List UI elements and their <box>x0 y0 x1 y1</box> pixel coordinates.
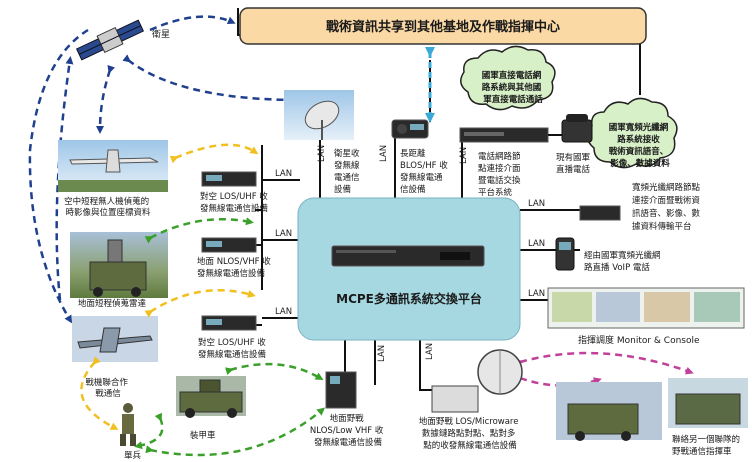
lan-label: LAN <box>528 199 545 209</box>
cloud-2: 國軍寬頻光纖網 路系統接收 戰術資訊語音、 影像、數據資料 <box>586 97 678 169</box>
blos-label: 長距離 BLOS/HF 收 發無線電通 信設備 <box>400 148 450 195</box>
armored-image <box>176 376 246 418</box>
yellow-links <box>80 143 259 430</box>
remote-vehicle-1-image <box>556 382 662 441</box>
green-links <box>134 217 326 457</box>
monitor-image <box>547 287 745 329</box>
phone-label: 現有國軍 直播電話 <box>556 152 593 175</box>
fiber-label: 寬頻光纖網路節點 連接介面暨戰術資 訊語音、影像、數 據資料傳輸平台 <box>632 182 703 232</box>
lan-label: LAN <box>275 229 292 239</box>
microwave-icon <box>431 349 523 413</box>
radar-label: 地面短程偵蒐雷達 <box>78 298 147 309</box>
remote-vehicle-2-image <box>668 378 748 428</box>
soldier-label: 單兵 <box>124 450 142 461</box>
cloud-2-line-1: 國軍寬頻光纖網 <box>609 122 669 133</box>
radio-2-icon <box>201 237 257 253</box>
cloud-1-line-1: 國軍直接電話網 <box>482 70 542 81</box>
lan-label: LAN <box>459 147 469 164</box>
svg-text:國軍寬頻光纖網 路系統接收 戰術資訊: 國軍寬頻光纖網 路系統接收 戰術資訊語音、 影像、數據資料 <box>609 122 671 169</box>
radio-3-icon <box>201 315 257 331</box>
satellite-label: 衛星 <box>152 28 170 40</box>
armored-label: 裝甲車 <box>190 430 216 441</box>
radio-1-icon <box>201 171 257 187</box>
lan-label: LAN <box>275 307 292 317</box>
cloud-1: 國軍直接電話網 路系統與其他國 軍直接電話通話 <box>460 45 556 111</box>
monitor-label: 指揮調度 Monitor & Console <box>578 334 700 346</box>
cloud-2-line-2: 路系統接收 <box>617 134 660 145</box>
title-box: 戰術資訊共享到其他基地及作戰指揮中心 <box>239 7 647 45</box>
lan-label: LAN <box>377 345 387 362</box>
fiber-icon <box>579 205 621 221</box>
gateway-icon <box>459 127 549 143</box>
cloud-1-line-2: 路系統與其他國 <box>482 82 542 93</box>
lan-label: LAN <box>425 343 435 360</box>
lan-label: LAN <box>528 239 545 249</box>
lan-labels: LAN LAN LAN LAN LAN LAN LAN LAN LAN LAN … <box>275 145 545 362</box>
remote-label: 聯絡另一個聯隊的 野戰通信指揮車 <box>672 434 743 457</box>
uav-image <box>58 140 168 192</box>
microwave-label: 地面野戰 LOS/Microware 數據鏈路點對點、點對多 點的收發無線電通信… <box>419 416 521 451</box>
cloud-1-line-3: 軍直接電話通話 <box>483 94 543 105</box>
fighter-image <box>72 316 158 362</box>
voip-icon <box>555 237 575 271</box>
radar-image <box>70 232 168 298</box>
cloud-2-line-3: 戰術資訊語音、 <box>609 146 669 157</box>
lan-label: LAN <box>317 145 327 162</box>
svg-text:國軍直接電話網 路系統與其他國 軍直: 國軍直接電話網 路系統與其他國 軍直接電話通話 <box>482 70 544 105</box>
lan-label: LAN <box>528 289 545 299</box>
cloud-2-line-4: 影像、數據資料 <box>610 158 670 169</box>
soldier-image <box>120 403 136 446</box>
voip-label: 經由國軍寬頻光纖網 路直播 VoIP 電話 <box>584 250 663 273</box>
uav-label: 空中短程無人機偵蒐的 時影像與位置座標資料 <box>64 196 152 218</box>
dish-image <box>284 90 354 140</box>
center-box: MCPE多通訊系統交換平台 <box>297 197 521 341</box>
phone-icon <box>561 114 593 143</box>
gateway-label: 電話網路節 點連接介面 暨電話交換 平台系統 <box>478 151 523 198</box>
title-text: 戰術資訊共享到其他基地及作戰指揮中心 <box>326 19 560 35</box>
lan-label: LAN <box>379 145 389 162</box>
center-label: MCPE多通訊系統交換平台 <box>336 291 482 306</box>
satellite-links <box>28 15 304 324</box>
radio-1-label: 對空 LOS/UHF 收 發無線電通信設備 <box>200 191 271 214</box>
radio-2-label: 地面 NLOS/VHF 收 發無線電通信設備 <box>197 256 273 279</box>
radio-4-label: 地面野戰 NLOS/Low VHF 收 發無線電通信設備 <box>310 413 386 448</box>
fighter-label: 戰機聯合作 戰通信 <box>85 377 130 399</box>
radio-4-icon <box>325 371 357 409</box>
magenta-links <box>514 351 694 387</box>
satellite-icon <box>75 19 145 61</box>
dish-label: 衛星收 發無線 電通信 設備 <box>334 148 362 195</box>
blos-icon <box>391 119 429 139</box>
lan-label: LAN <box>275 169 292 179</box>
radio-3-label: 對空 LOS/UHF 收 發無線電通信設備 <box>198 337 269 360</box>
